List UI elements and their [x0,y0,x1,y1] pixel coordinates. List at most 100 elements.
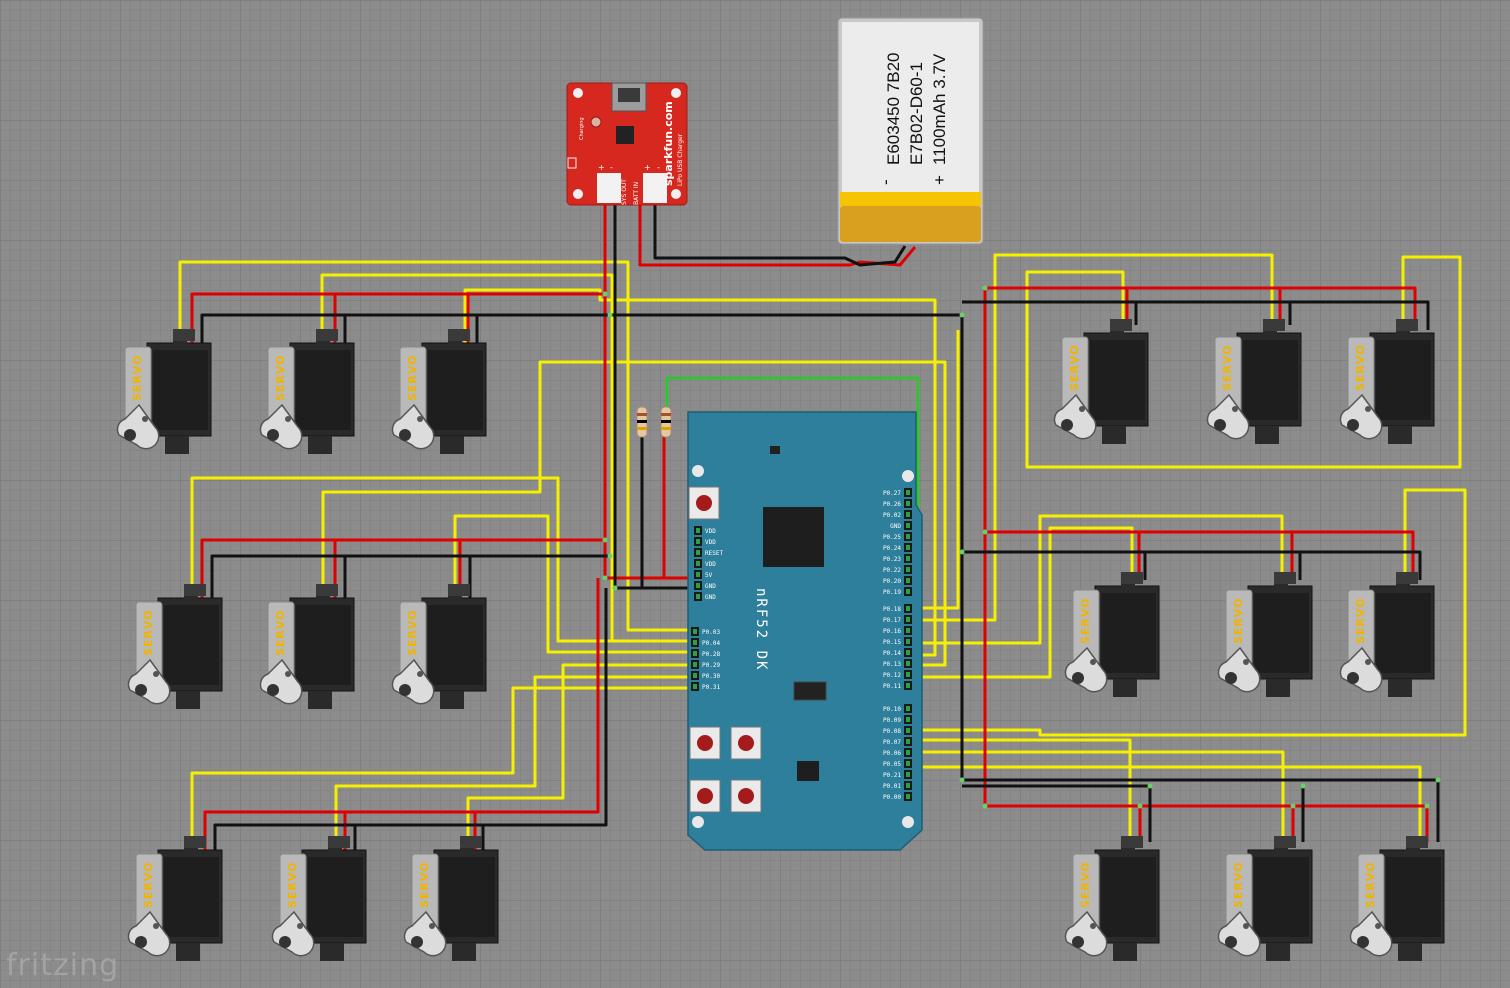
servo-2[interactable]: SERVO [259,329,355,454]
servo-15[interactable]: SERVO [1339,572,1435,697]
button-2[interactable] [730,726,762,760]
servo-18[interactable]: SERVO [1349,836,1445,961]
servo-connector[interactable] [1396,319,1418,331]
ground-wire-battery[interactable] [653,180,907,267]
servo-connector[interactable] [1121,572,1143,584]
servo-16[interactable]: SERVO [1064,836,1160,961]
pin-contact [693,640,697,645]
servo-connector[interactable] [316,584,338,596]
wire-junction [959,777,965,783]
servo-7[interactable]: SERVO [127,836,223,961]
signal-wire-servo-6[interactable] [453,514,695,654]
sys-out-header[interactable] [597,173,621,203]
pin-contact [693,629,697,634]
signal-wire-servo-11[interactable] [910,253,1274,622]
servo-4[interactable]: SERVO [127,584,223,709]
servo-connector[interactable] [448,584,470,596]
lipo-battery[interactable]: E603450 7B20 E7B02-D60-1 1100mAh 3.7V - … [837,17,984,245]
servo-connector[interactable] [460,836,482,848]
signal-wire-servo-18[interactable] [910,765,1422,842]
pin-label: P0.22 [883,567,901,574]
resistor-2[interactable] [660,406,672,438]
pin-contact [906,717,910,722]
servo-17[interactable]: SERVO [1217,836,1313,961]
pin-label: P0.09 [883,717,901,724]
signal-wire-servo-10[interactable] [1025,255,1462,469]
usb-port[interactable] [611,82,647,112]
servo-connector[interactable] [1121,836,1143,848]
servo-8[interactable]: SERVO [271,836,367,961]
signal-wire-servo-3[interactable] [463,288,937,657]
wire-junction [602,575,608,581]
signal-wire-servo-17[interactable] [910,750,1285,842]
signal-wire-servo-4[interactable] [190,476,695,643]
servo-1[interactable]: SERVO [116,329,212,454]
power-wire-row-4[interactable] [985,286,1417,330]
servo-11[interactable]: SERVO [1206,319,1302,444]
jumper-header[interactable] [793,681,827,701]
servo-9[interactable]: SERVO [403,836,499,961]
ground-wire-servo-16[interactable] [962,784,1152,842]
resistor-1[interactable] [636,406,648,438]
signal-wire-servo-13[interactable] [910,526,1134,679]
servo-connector[interactable] [316,329,338,341]
servo-connector[interactable] [328,836,350,848]
ground-wire-row-2[interactable] [210,554,610,598]
power-wire-right-trunk[interactable] [983,288,1429,842]
button-1[interactable] [689,726,721,760]
ground-wire-resistor[interactable] [615,437,644,590]
power-wire-row-2[interactable] [200,538,605,598]
servo-connector[interactable] [1396,572,1418,584]
servo-label: SERVO [418,861,431,908]
pin-contact [696,594,700,599]
pin-contact [696,550,700,555]
pin-contact [906,501,910,506]
signal-wire-servo-14[interactable] [910,514,1284,645]
servo-connector[interactable] [184,836,206,848]
button-4[interactable] [730,779,762,813]
button-3[interactable] [689,779,721,813]
servo-connector[interactable] [1406,836,1428,848]
servo-5[interactable]: SERVO [259,584,355,709]
signal-wire-servo-16[interactable] [910,738,1132,842]
servo-6[interactable]: SERVO [391,584,487,709]
servo-connector[interactable] [1263,319,1285,331]
servo-connector[interactable] [1110,319,1132,331]
servo-13[interactable]: SERVO [1064,572,1160,697]
ground-wire-row-5[interactable] [962,550,1422,580]
signal-wire-servo-2[interactable] [320,273,695,643]
servo-connector[interactable] [173,329,195,341]
servo-10[interactable]: SERVO [1053,319,1149,444]
signal-wire-servo-15[interactable] [910,488,1467,737]
power-wire-row-3[interactable] [203,578,600,852]
pin-contact [696,539,700,544]
servo-hole [153,923,159,929]
servo-14[interactable]: SERVO [1217,572,1313,697]
servo-12[interactable]: SERVO [1339,319,1435,444]
servo-connector[interactable] [448,329,470,341]
pin-label: P0.31 [702,684,720,691]
servo-3[interactable]: SERVO [391,329,487,454]
signal-wire-servo-12[interactable] [910,330,960,610]
signal-wire-servo-1[interactable] [178,260,695,632]
signal-wire-servo-7[interactable] [190,686,695,852]
ground-wire-trunk[interactable] [200,313,1440,842]
signal-wire-servo-8[interactable] [334,675,695,852]
pin-label: P0.29 [702,662,720,669]
power-wire-row-1[interactable] [190,292,605,345]
servo-shaft [124,429,136,441]
batt-in-header[interactable] [643,173,667,203]
servo-connector[interactable] [184,584,206,596]
signal-wire-servo-5[interactable] [321,360,947,667]
servo-connector[interactable] [1274,836,1296,848]
ground-wire-row-3[interactable] [213,588,608,852]
junctions-layer [602,285,1441,809]
pin-contact [693,662,697,667]
power-wire-resistor[interactable] [605,437,666,580]
nrf52-dk-board[interactable]: nRF52 DK VDDVDDRESETVDD5VGNDGNDP0.03P0.0… [687,411,923,851]
ground-wire-row-4[interactable] [962,300,1430,330]
pin-label: P0.03 [702,629,720,636]
lipo-usb-charger[interactable]: sparkfun.com LiPo USB Charger Charging S… [566,82,688,206]
power-wire-row-5[interactable] [985,530,1415,580]
servo-connector[interactable] [1274,572,1296,584]
